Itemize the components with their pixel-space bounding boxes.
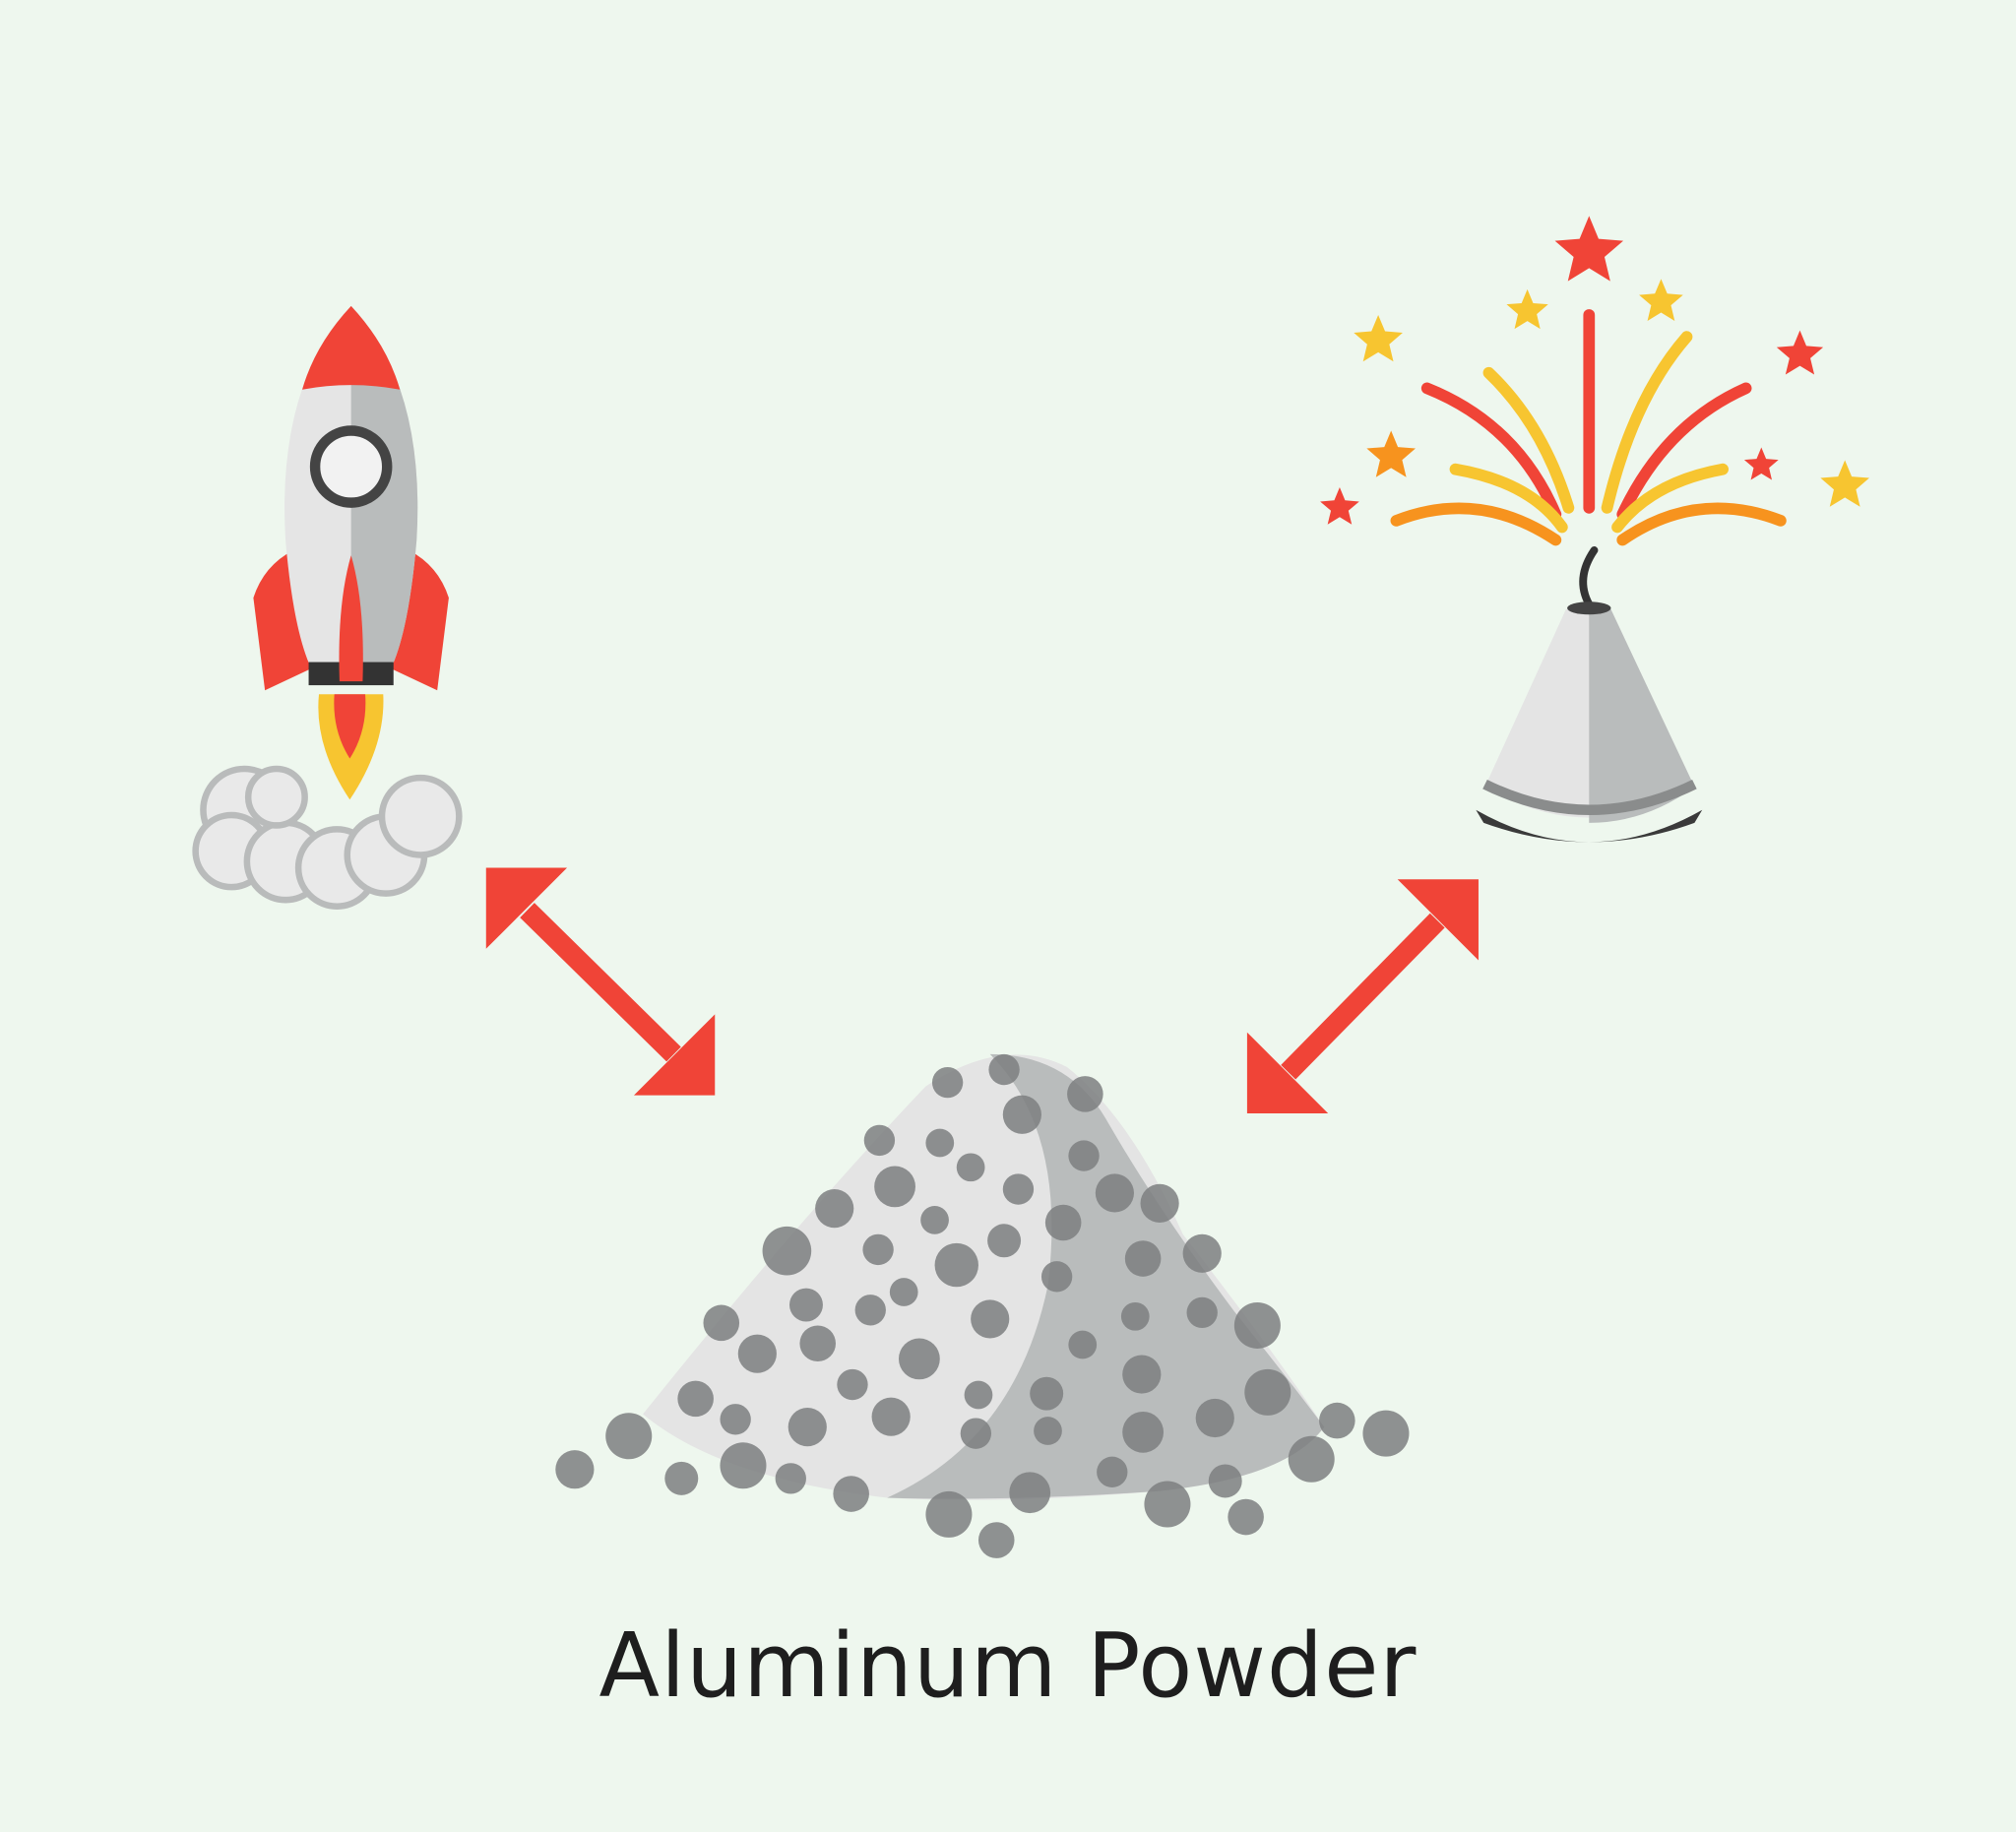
particle bbox=[1120, 1301, 1150, 1331]
particle bbox=[664, 1461, 699, 1495]
particle bbox=[1182, 1233, 1222, 1273]
particle bbox=[854, 1295, 886, 1326]
particle bbox=[1228, 1498, 1264, 1536]
star-icon bbox=[1366, 430, 1416, 477]
particle bbox=[815, 1189, 854, 1229]
arrow-firework-powder bbox=[1246, 879, 1479, 1113]
star-icon bbox=[1506, 288, 1548, 330]
arrow-rocket-powder bbox=[485, 867, 716, 1096]
particle bbox=[1095, 1173, 1134, 1213]
firework-cone-icon bbox=[1320, 216, 1869, 843]
particle bbox=[1186, 1296, 1218, 1329]
particle bbox=[555, 1450, 595, 1489]
particle bbox=[1040, 1261, 1073, 1293]
particle bbox=[925, 1490, 973, 1538]
particle bbox=[1009, 1472, 1051, 1514]
particle bbox=[863, 1124, 896, 1157]
star-icon bbox=[1320, 486, 1359, 525]
flame-inner bbox=[334, 694, 366, 759]
star-icon bbox=[1554, 216, 1624, 282]
particle bbox=[1124, 1240, 1162, 1277]
particle bbox=[1122, 1355, 1162, 1394]
particle bbox=[889, 1278, 918, 1306]
particle bbox=[788, 1288, 823, 1322]
particle bbox=[988, 1053, 1020, 1086]
particle bbox=[677, 1380, 714, 1418]
particle bbox=[1195, 1398, 1234, 1438]
particle bbox=[931, 1066, 964, 1099]
particle bbox=[720, 1404, 751, 1435]
particle bbox=[1002, 1095, 1041, 1134]
cloud-icon bbox=[192, 765, 463, 910]
particle bbox=[775, 1463, 806, 1494]
particle bbox=[1068, 1330, 1098, 1359]
particle bbox=[788, 1408, 827, 1447]
window-icon bbox=[309, 425, 393, 508]
particle bbox=[1144, 1481, 1191, 1528]
particle bbox=[1068, 1140, 1100, 1171]
particle bbox=[964, 1380, 993, 1410]
particle bbox=[862, 1233, 894, 1266]
particle bbox=[871, 1397, 911, 1436]
particle bbox=[960, 1418, 992, 1449]
particle bbox=[987, 1224, 1022, 1258]
star-icon bbox=[1820, 460, 1869, 507]
particle bbox=[1244, 1368, 1292, 1416]
particle bbox=[977, 1522, 1015, 1558]
particle bbox=[837, 1368, 868, 1401]
star-icon bbox=[1639, 279, 1683, 321]
particle bbox=[605, 1413, 653, 1460]
particle bbox=[833, 1476, 869, 1512]
sparks bbox=[1390, 309, 1787, 546]
star-icon bbox=[1743, 447, 1779, 480]
caption-label: Aluminum Powder bbox=[598, 1614, 1418, 1718]
particle bbox=[1030, 1376, 1064, 1411]
powder-pile-icon bbox=[555, 1053, 1410, 1558]
particle bbox=[799, 1325, 837, 1362]
particle bbox=[1233, 1301, 1281, 1349]
particle bbox=[934, 1242, 978, 1288]
particles bbox=[555, 1053, 1410, 1558]
particle bbox=[956, 1153, 985, 1182]
particle bbox=[1034, 1417, 1062, 1445]
star-icon bbox=[1354, 314, 1403, 362]
particle bbox=[1122, 1411, 1165, 1453]
star-icon bbox=[1776, 330, 1824, 375]
particle bbox=[925, 1128, 955, 1158]
particle bbox=[874, 1166, 915, 1208]
star-icons bbox=[1320, 216, 1869, 525]
particle bbox=[1319, 1402, 1355, 1439]
particle bbox=[1044, 1204, 1082, 1241]
particle bbox=[971, 1299, 1010, 1339]
particle bbox=[1288, 1435, 1335, 1483]
particle bbox=[898, 1338, 940, 1380]
particle bbox=[703, 1304, 740, 1342]
particle bbox=[762, 1226, 812, 1276]
particle bbox=[1208, 1464, 1242, 1498]
particle bbox=[1140, 1183, 1179, 1223]
particle bbox=[1362, 1410, 1410, 1457]
particle bbox=[1002, 1173, 1035, 1205]
rocket-icon bbox=[192, 305, 463, 910]
particle bbox=[720, 1442, 767, 1489]
particle bbox=[1067, 1076, 1103, 1112]
particle bbox=[737, 1334, 777, 1373]
particle bbox=[1097, 1456, 1128, 1488]
particle bbox=[920, 1205, 949, 1234]
